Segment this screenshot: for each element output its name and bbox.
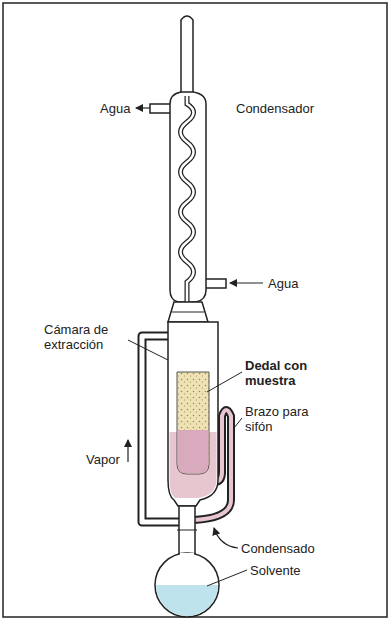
part-label: Vapor bbox=[86, 452, 120, 467]
part-label: Condensado bbox=[241, 541, 315, 556]
part-label: Condensador bbox=[236, 101, 314, 116]
part-label: Cámara de extracción bbox=[44, 322, 126, 352]
part-label: Dedal con muestra bbox=[245, 358, 317, 388]
part-label: Agua bbox=[100, 101, 130, 116]
part-label: Agua bbox=[268, 276, 298, 291]
part-label: Brazo para sifón bbox=[245, 404, 321, 434]
part-label: Solvente bbox=[250, 563, 301, 578]
